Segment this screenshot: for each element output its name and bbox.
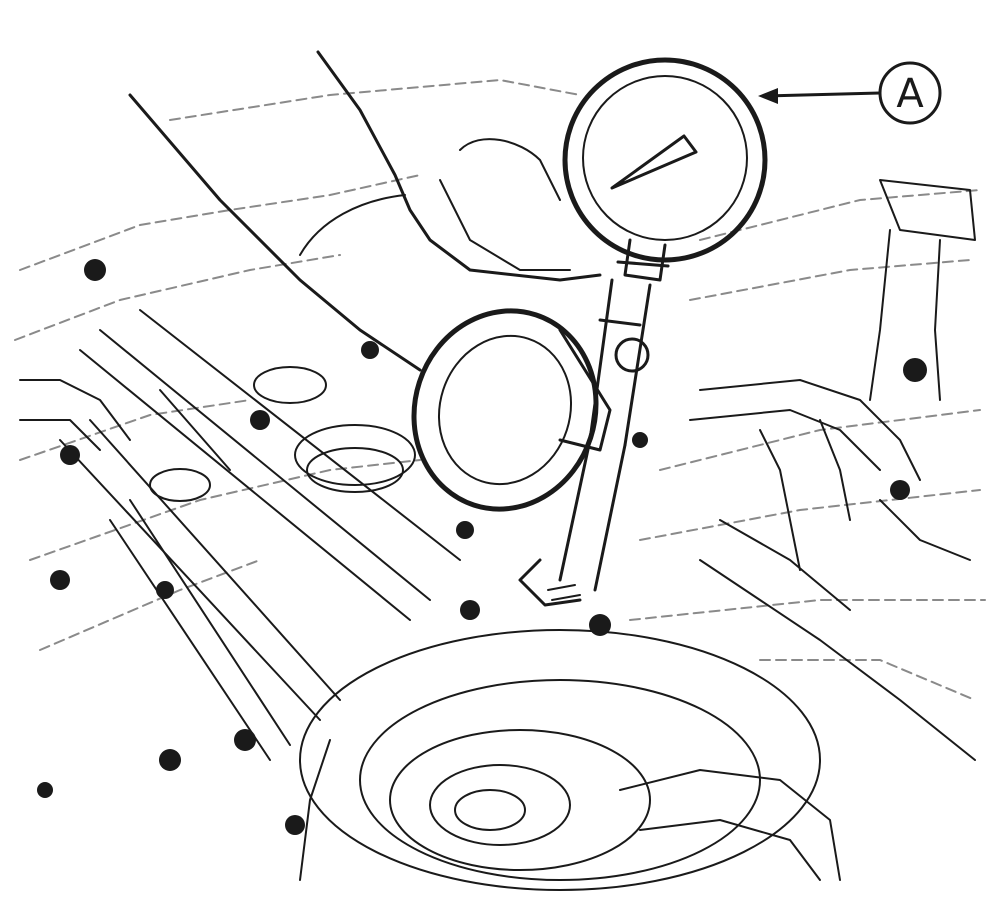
pulley [299, 629, 841, 891]
spark-plug-wells [19, 138, 571, 502]
callout-leader-line [763, 91, 882, 98]
callout-arrowhead [758, 88, 778, 104]
gauge-handle [411, 308, 612, 512]
right-bracket [689, 179, 976, 761]
fuel-rail [59, 309, 461, 761]
gauge-bezel [562, 57, 768, 263]
callout-a: A [758, 61, 942, 125]
gauge-hoses [128, 50, 602, 372]
callout-label: A [896, 71, 924, 117]
engine-head-outline [14, 78, 986, 701]
gauge-needle [610, 134, 698, 190]
callout-circle [878, 61, 942, 125]
compression-gauge [518, 57, 768, 607]
gauge-face [582, 75, 748, 241]
bolts [37, 259, 927, 835]
